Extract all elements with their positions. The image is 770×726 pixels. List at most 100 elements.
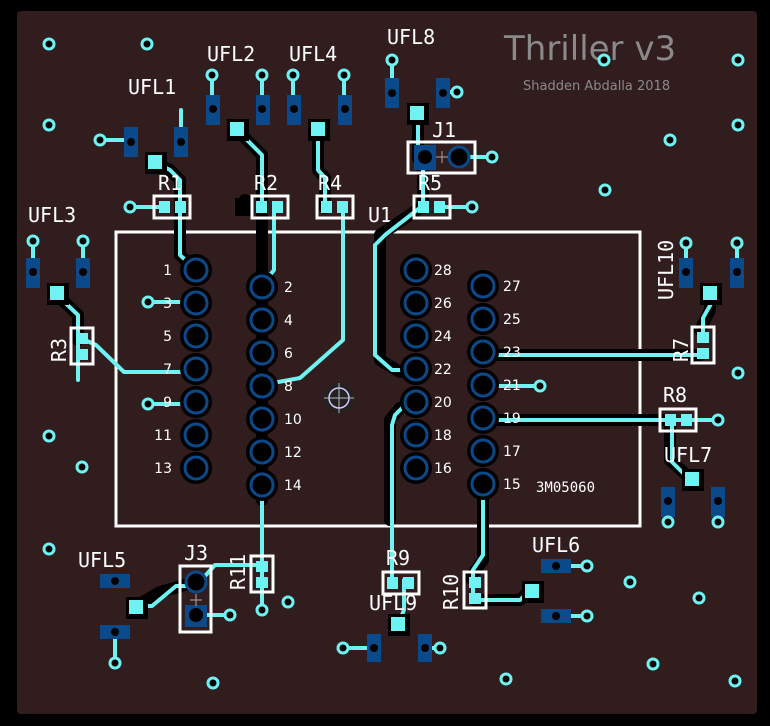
- ic-pin-pad: [470, 471, 496, 497]
- ic-pin-pad: [249, 340, 275, 366]
- via: [141, 295, 155, 309]
- ic-pin-label: 17: [503, 444, 521, 460]
- ic-pin-pad: [249, 307, 275, 333]
- via: [597, 53, 611, 67]
- via: [93, 133, 107, 147]
- resistor-r4: R4: [315, 171, 355, 220]
- via: [731, 118, 745, 132]
- via: [108, 656, 122, 670]
- r9-label: R9: [386, 546, 410, 570]
- r10-label: R10: [439, 574, 463, 610]
- via: [42, 542, 56, 556]
- ic-pin-pad: [183, 422, 209, 448]
- via: [206, 676, 220, 690]
- trace-ufl4-r4: [316, 128, 327, 209]
- trace-r3-pin7: [83, 338, 198, 374]
- via: [692, 591, 706, 605]
- via: [336, 641, 350, 655]
- via: [42, 118, 56, 132]
- ufl5-label: UFL5: [78, 548, 126, 572]
- via: [385, 53, 399, 67]
- via: [76, 234, 90, 248]
- via: [123, 200, 137, 214]
- resistor-r1: R1: [152, 171, 192, 220]
- via: [580, 609, 594, 623]
- header-j3: J3: [178, 541, 213, 634]
- via: [679, 236, 693, 250]
- ic-pin-pad: [470, 306, 496, 332]
- ic-pin-label: 28: [434, 263, 452, 279]
- ic-pin-pad: [470, 438, 496, 464]
- ufl1-label: UFL1: [128, 75, 176, 99]
- via: [286, 68, 300, 82]
- ic-pin-pad: [470, 273, 496, 299]
- board-subtitle: Shadden Abdalla 2018: [523, 79, 670, 94]
- ic-pin-label: 26: [434, 296, 452, 312]
- via: [580, 559, 594, 573]
- ic-pin-pad: [470, 405, 496, 431]
- ufl7-label: UFL7: [664, 443, 712, 467]
- via: [42, 37, 56, 51]
- via: [711, 515, 725, 529]
- trace-r4-pin8: [260, 205, 345, 387]
- via: [730, 236, 744, 250]
- via: [533, 379, 547, 393]
- resistor-r5: R5: [412, 171, 452, 220]
- header-j1: J1: [406, 118, 477, 175]
- via: [731, 53, 745, 67]
- via: [281, 595, 295, 609]
- ic-pin-label: 4: [284, 313, 293, 329]
- via: [223, 608, 237, 622]
- r5-label: R5: [418, 171, 442, 195]
- ic-pin-label: 24: [434, 329, 452, 345]
- via: [661, 515, 675, 529]
- via: [598, 183, 612, 197]
- ic-pin-pad: [403, 290, 429, 316]
- ic-part-label: 3M05060: [536, 480, 595, 496]
- ic-pin-label: 7: [163, 362, 172, 378]
- via: [485, 150, 499, 164]
- ic-pin-pad: [249, 439, 275, 465]
- ic-pin-label: 1: [163, 263, 172, 279]
- resistor-r8: R8: [658, 383, 698, 433]
- ic-pin-pad: [183, 323, 209, 349]
- resistor-r3: R3: [47, 326, 95, 366]
- via: [465, 200, 479, 214]
- resistor-r10: R10: [439, 570, 488, 610]
- ufl10-label: UFL10: [654, 240, 678, 300]
- ic-pin-label: 6: [284, 346, 293, 362]
- ufl-center-pads: [47, 103, 722, 636]
- via: [75, 460, 89, 474]
- ic-pin-label: 2: [284, 280, 293, 296]
- resistor-r7: R7: [669, 325, 716, 365]
- ic-pin-label: 12: [284, 445, 302, 461]
- ic-pin-pad: [403, 323, 429, 349]
- ic-pin-label: 20: [434, 395, 452, 411]
- via: [140, 37, 154, 51]
- resistor-r2: R2: [250, 171, 290, 220]
- via: [623, 575, 637, 589]
- ic-pin-label: 22: [434, 362, 452, 378]
- j1-label: J1: [432, 118, 456, 142]
- r1-label: R1: [158, 171, 182, 195]
- r8-label: R8: [663, 383, 687, 407]
- ic-pin-pad: [249, 373, 275, 399]
- ic-pin-pad: [403, 356, 429, 382]
- via: [337, 68, 351, 82]
- vias: [26, 37, 745, 690]
- ic-pin-label: 5: [163, 329, 172, 345]
- ic-pin-label: 11: [154, 428, 172, 444]
- ufl-pads: [26, 78, 744, 662]
- ic-pin-pad: [470, 372, 496, 398]
- via: [141, 397, 155, 411]
- ic-pin-pad: [403, 389, 429, 415]
- ic-pin-label: 10: [284, 412, 302, 428]
- via: [731, 366, 745, 380]
- via: [646, 657, 660, 671]
- ic-pin-label: 3: [163, 296, 172, 312]
- ic-pin-pad: [249, 472, 275, 498]
- ic-pin-pad: [183, 290, 209, 316]
- ic-pin-label: 9: [163, 395, 172, 411]
- ic-pin-label: 21: [503, 378, 521, 394]
